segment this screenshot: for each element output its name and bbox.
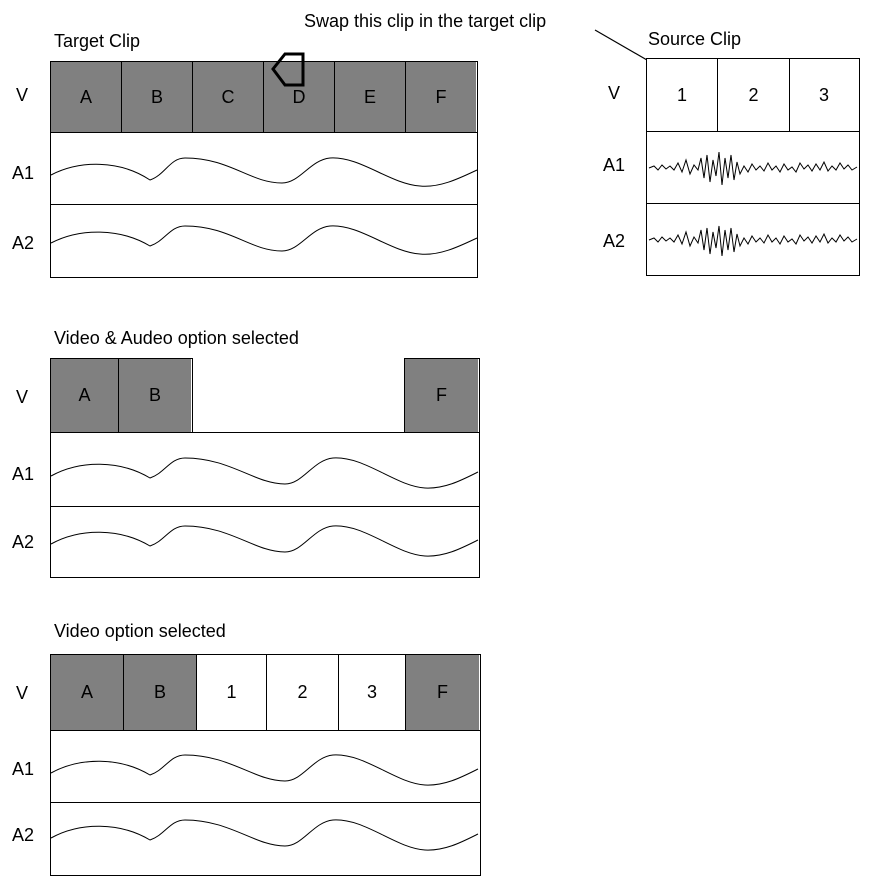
vo-video-track: A B 1 2 3 F	[50, 654, 481, 731]
target-clip-title: Target Clip	[54, 31, 141, 51]
source-track-label-v: V	[608, 83, 621, 103]
va-a2-waveform	[50, 525, 479, 557]
source-a1-waveform	[648, 151, 858, 186]
vo-a1-waveform	[50, 754, 479, 786]
va-track-label-v: V	[16, 387, 29, 407]
source-a2-waveform	[648, 225, 858, 257]
va-clip-b[interactable]: B	[119, 359, 191, 432]
annotation-text: Swap this clip in the target clip	[304, 11, 547, 31]
va-video-segment-right: F	[404, 358, 480, 433]
target-a1-waveform	[50, 157, 478, 187]
source-track-label-a1: A1	[603, 155, 626, 175]
target-clip-e[interactable]: E	[335, 62, 406, 132]
target-audio2-track	[50, 204, 478, 278]
vo-track-label-a2: A2	[12, 825, 35, 845]
source-track-label-a2: A2	[603, 231, 626, 251]
vo-clip-b[interactable]: B	[124, 655, 197, 730]
vo-a2-waveform	[50, 819, 479, 851]
va-track-label-a2: A2	[12, 532, 35, 552]
target-clip-a[interactable]: A	[51, 62, 122, 132]
vo-audio2-track	[50, 802, 481, 876]
va-audio2-track	[50, 506, 480, 578]
vo-clip-3[interactable]: 3	[339, 655, 406, 730]
target-clip-b[interactable]: B	[122, 62, 193, 132]
source-clip-2[interactable]: 2	[718, 59, 790, 131]
vo-clip-2[interactable]: 2	[267, 655, 339, 730]
target-clip-f[interactable]: F	[406, 62, 476, 132]
va-clip-f[interactable]: F	[405, 359, 478, 432]
pentagon-marker-icon	[271, 52, 305, 87]
vo-clip-a[interactable]: A	[51, 655, 124, 730]
va-clip-a[interactable]: A	[51, 359, 119, 432]
video-only-title: Video option selected	[54, 621, 226, 641]
target-a2-waveform	[50, 225, 478, 255]
source-audio2-track	[646, 203, 860, 276]
target-clip-c[interactable]: C	[193, 62, 264, 132]
target-track-label-v: V	[16, 85, 29, 105]
video-audio-title: Video & Audeo option selected	[54, 328, 299, 348]
vo-track-label-v: V	[16, 683, 29, 703]
target-track-label-a2: A2	[12, 233, 35, 253]
vo-clip-1[interactable]: 1	[197, 655, 267, 730]
source-video-track: 1 2 3	[646, 58, 860, 132]
va-a1-waveform	[50, 457, 479, 489]
va-video-segment-left: A B	[50, 358, 193, 433]
target-track-label-a1: A1	[12, 163, 35, 183]
source-clip-title: Source Clip	[648, 29, 742, 49]
vo-clip-f[interactable]: F	[406, 655, 479, 730]
target-clip-d[interactable]: D	[264, 62, 335, 132]
source-clip-1[interactable]: 1	[647, 59, 718, 131]
source-clip-3[interactable]: 3	[790, 59, 858, 131]
vo-track-label-a1: A1	[12, 759, 35, 779]
va-track-label-a1: A1	[12, 464, 35, 484]
